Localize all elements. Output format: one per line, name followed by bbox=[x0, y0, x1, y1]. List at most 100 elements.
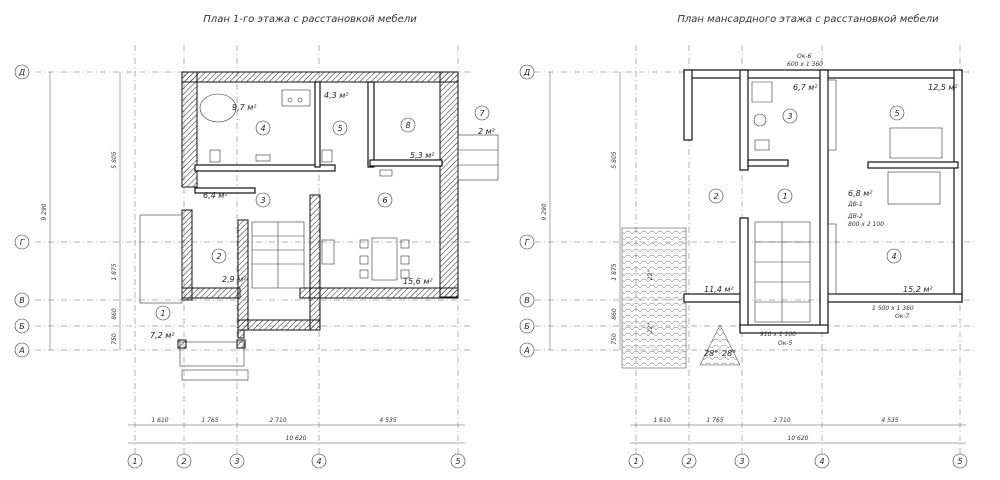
svg-text:2: 2 bbox=[713, 192, 718, 201]
svg-text:28°: 28° bbox=[722, 349, 736, 358]
staircase bbox=[251, 134, 499, 289]
svg-text:В: В bbox=[19, 296, 25, 305]
svg-text:12,5 м²: 12,5 м² bbox=[928, 83, 958, 92]
svg-text:4 535: 4 535 bbox=[379, 417, 396, 424]
porch bbox=[139, 214, 249, 381]
svg-text:28°: 28° bbox=[704, 349, 718, 358]
svg-text:2: 2 bbox=[216, 252, 221, 261]
column-axis-markers: 1 2 3 4 5 bbox=[127, 453, 466, 469]
svg-text:4,3 м²: 4,3 м² bbox=[324, 91, 349, 100]
svg-text:9 290: 9 290 bbox=[41, 203, 48, 220]
svg-text:1 610: 1 610 bbox=[151, 417, 168, 424]
bed-4 bbox=[887, 171, 941, 205]
svg-text:Ок-6: Ок-6 bbox=[797, 53, 812, 60]
svg-text:1: 1 bbox=[132, 457, 137, 466]
svg-text:Д: Д bbox=[523, 68, 530, 77]
roof-gable bbox=[699, 324, 741, 366]
column-axis-markers: 1 2 3 4 5 bbox=[628, 453, 968, 469]
svg-text:5: 5 bbox=[455, 457, 460, 466]
svg-text:750: 750 bbox=[611, 333, 618, 345]
svg-text:860: 860 bbox=[111, 308, 118, 320]
svg-text:2 710: 2 710 bbox=[773, 417, 790, 424]
horizontal-dimensions: 1 610 1 765 2 710 4 535 10 620 bbox=[128, 417, 465, 444]
svg-text:22°: 22° bbox=[647, 323, 654, 334]
svg-text:2: 2 bbox=[181, 457, 186, 466]
svg-text:В: В bbox=[524, 296, 530, 305]
svg-text:2 710: 2 710 bbox=[269, 417, 286, 424]
svg-text:Б: Б bbox=[524, 322, 530, 331]
svg-text:Г: Г bbox=[525, 238, 530, 247]
plan-attic-floor: План мансардного этажа с расстановкой ме… bbox=[519, 13, 975, 469]
opening-notes: Ок-6 600 х 1 360 1 500 х 1 360 Ок-7 Ок-5… bbox=[647, 53, 914, 358]
svg-text:11,4 м²: 11,4 м² bbox=[704, 285, 734, 294]
svg-text:10 620: 10 620 bbox=[286, 435, 307, 442]
svg-text:А: А bbox=[18, 346, 24, 355]
svg-text:Б: Б bbox=[19, 322, 25, 331]
svg-text:1 610: 1 610 bbox=[653, 417, 670, 424]
svg-text:4: 4 bbox=[891, 252, 896, 261]
svg-text:1 875: 1 875 bbox=[611, 263, 618, 280]
svg-text:1: 1 bbox=[160, 309, 165, 318]
svg-text:Д: Д bbox=[18, 68, 25, 77]
svg-text:2 м²: 2 м² bbox=[478, 127, 496, 136]
svg-text:3: 3 bbox=[234, 457, 239, 466]
exterior-walls bbox=[181, 71, 459, 331]
svg-text:7: 7 bbox=[479, 109, 485, 118]
svg-text:5: 5 bbox=[894, 109, 899, 118]
svg-text:1: 1 bbox=[782, 192, 787, 201]
furniture bbox=[199, 89, 410, 281]
svg-text:860: 860 bbox=[611, 308, 618, 320]
svg-text:5 805: 5 805 bbox=[611, 151, 618, 168]
svg-text:Г: Г bbox=[20, 238, 25, 247]
svg-text:ДВ-2: ДВ-2 bbox=[847, 213, 863, 220]
svg-text:ДВ-1: ДВ-1 bbox=[847, 201, 863, 208]
svg-text:7,2 м²: 7,2 м² bbox=[150, 331, 175, 340]
roof-area bbox=[621, 227, 687, 369]
svg-text:2,9 м²: 2,9 м² bbox=[222, 275, 247, 284]
vertical-dimensions: 5 805 9 290 1 875 860 750 bbox=[541, 72, 621, 350]
svg-text:9,7 м²: 9,7 м² bbox=[232, 103, 257, 112]
svg-text:910 х 1 100: 910 х 1 100 bbox=[760, 331, 796, 338]
svg-text:6,7 м²: 6,7 м² bbox=[793, 83, 818, 92]
svg-text:1 875: 1 875 bbox=[111, 263, 118, 280]
bed-5 bbox=[889, 127, 943, 159]
svg-text:8: 8 bbox=[405, 121, 410, 130]
svg-text:750: 750 bbox=[111, 333, 118, 345]
svg-text:4: 4 bbox=[819, 457, 824, 466]
room-labels: 1 7,2 м² 2 2,9 м² 3 6,4 м² 4 9,7 м² 5 4,… bbox=[150, 91, 496, 340]
furniture bbox=[751, 79, 943, 295]
interior-walls bbox=[194, 81, 443, 194]
plan-title: План 1-го этажа с расстановкой мебели bbox=[203, 13, 417, 25]
horizontal-dimensions: 1 610 1 765 2 710 4 535 10 620 bbox=[630, 417, 966, 444]
svg-text:1 500 х 1 360: 1 500 х 1 360 bbox=[872, 305, 914, 312]
svg-text:6: 6 bbox=[382, 196, 387, 205]
svg-text:10 620: 10 620 bbox=[788, 435, 809, 442]
svg-text:9 290: 9 290 bbox=[541, 203, 548, 220]
svg-text:15,6 м²: 15,6 м² bbox=[403, 277, 433, 286]
svg-text:Ок-5: Ок-5 bbox=[778, 340, 793, 347]
svg-text:А: А bbox=[523, 346, 529, 355]
svg-text:Ок-7: Ок-7 bbox=[895, 313, 910, 320]
svg-text:5,3 м²: 5,3 м² bbox=[410, 151, 435, 160]
row-axis-markers: Д Г В Б А bbox=[14, 64, 30, 358]
svg-text:3: 3 bbox=[739, 457, 744, 466]
svg-text:1 765: 1 765 bbox=[201, 417, 218, 424]
svg-text:4: 4 bbox=[260, 124, 265, 133]
vertical-dimensions: 5 805 9 290 1 875 860 750 bbox=[41, 72, 121, 350]
svg-text:1: 1 bbox=[633, 457, 638, 466]
svg-text:800 х 2 100: 800 х 2 100 bbox=[848, 221, 884, 228]
svg-text:4 535: 4 535 bbox=[881, 417, 898, 424]
dining-table bbox=[371, 237, 398, 281]
svg-text:600 х 1 360: 600 х 1 360 bbox=[787, 61, 823, 68]
svg-text:6,8 м²: 6,8 м² bbox=[848, 189, 873, 198]
svg-text:15,2 м²: 15,2 м² bbox=[903, 285, 933, 294]
svg-text:1 765: 1 765 bbox=[706, 417, 723, 424]
plan-title: План мансардного этажа с расстановкой ме… bbox=[677, 13, 939, 25]
svg-text:6,4 м²: 6,4 м² bbox=[203, 191, 228, 200]
exterior-walls bbox=[683, 69, 963, 334]
svg-text:5: 5 bbox=[337, 124, 342, 133]
svg-text:3: 3 bbox=[260, 196, 265, 205]
svg-text:5 805: 5 805 bbox=[111, 151, 118, 168]
plan-first-floor: План 1-го этажа с расстановкой мебели Д … bbox=[14, 13, 499, 469]
